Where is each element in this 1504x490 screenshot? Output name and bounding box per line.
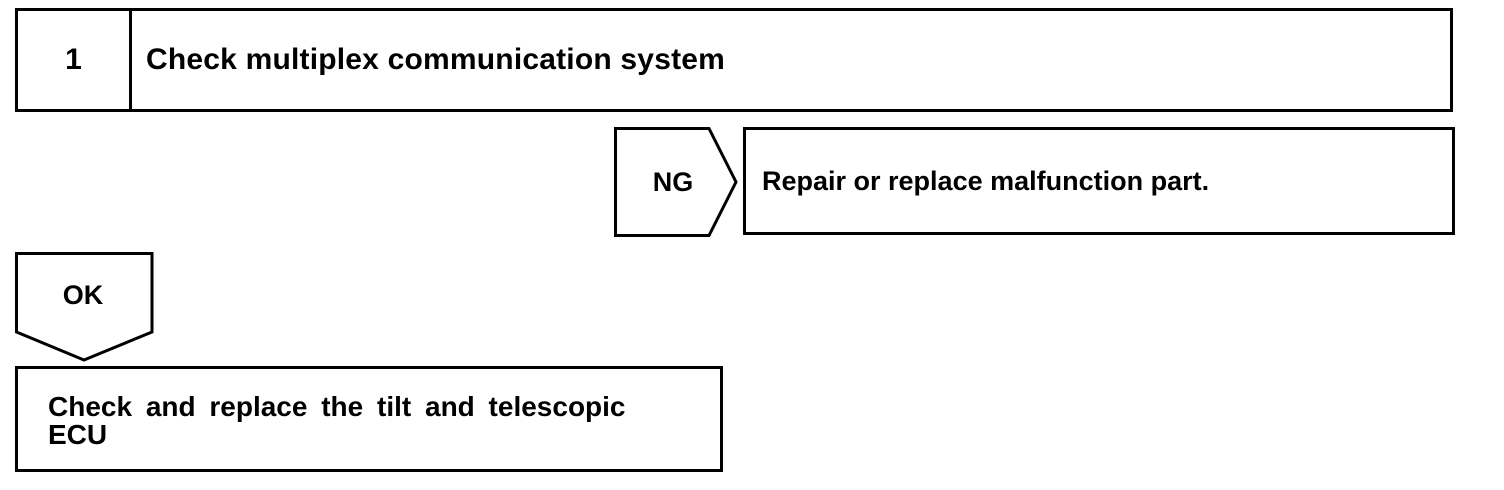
ok-action-text-line2: ECU: [48, 419, 108, 450]
ok-label: OK: [62, 280, 104, 310]
step-title: Check multiplex communication system: [146, 43, 726, 76]
step-number: 1: [18, 11, 132, 109]
ng-label: NG: [652, 166, 694, 197]
right-pointing-tag-shape: [614, 127, 738, 237]
ok-arrow-tag: OK: [15, 252, 155, 362]
ng-arrow-tag: NG: [614, 127, 738, 237]
ok-action-box: Check and replace the tilt and telescopi…: [15, 366, 723, 472]
step-box: 1 Check multiplex communication system: [15, 8, 1453, 112]
ok-action-text-line1: Check and replace the tilt and telescopi…: [48, 391, 626, 422]
ng-action-text: Repair or replace malfunction part.: [762, 165, 1210, 196]
down-pointing-tag-shape: [15, 252, 154, 362]
ng-action-box: Repair or replace malfunction part.: [743, 127, 1455, 235]
